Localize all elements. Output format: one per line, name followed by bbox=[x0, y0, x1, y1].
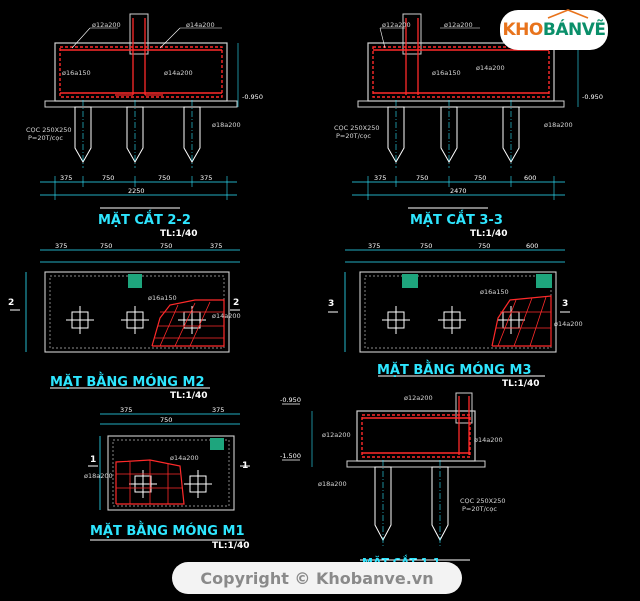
m1-title: MẶT BẰNG MÓNG M1 bbox=[90, 522, 244, 539]
s22-label-rebar-16: ø16a150 bbox=[62, 69, 91, 77]
s33-dim-3: 750 bbox=[474, 174, 486, 182]
m1-label-rebar-14: ø14a200 bbox=[170, 454, 199, 462]
m2-mark-right: 2 bbox=[233, 298, 239, 308]
m2-dim-1: 375 bbox=[55, 242, 67, 250]
m1-label-rebar-18: ø18a200 bbox=[84, 472, 113, 480]
s22-dim-2: 750 bbox=[102, 174, 114, 182]
m3-label-rebar-16: ø16a150 bbox=[480, 288, 509, 296]
s33-dim-4: 600 bbox=[524, 174, 536, 182]
s22-dim-1: 375 bbox=[60, 174, 72, 182]
s22-dim-3: 750 bbox=[158, 174, 170, 182]
s22-label-rebar-14: ø14a200 bbox=[186, 21, 215, 29]
logo-roof-icon bbox=[547, 9, 589, 19]
s11-label-rebar-top: ø12a200 bbox=[404, 394, 433, 402]
s33-label-rebar-16: ø16a150 bbox=[432, 69, 461, 77]
m3-scale: TL:1/40 bbox=[502, 379, 540, 389]
plan-m2-drawing bbox=[10, 249, 240, 389]
m2-label-rebar-16: ø16a150 bbox=[148, 294, 177, 302]
m2-label-rebar-14: ø14a200 bbox=[212, 312, 241, 320]
plan-m1-drawing bbox=[88, 413, 250, 541]
s22-label-rebar-14b: ø14a200 bbox=[164, 69, 193, 77]
m1-mark-left: 1 bbox=[90, 455, 96, 465]
m3-dim-3: 750 bbox=[478, 242, 490, 250]
s33-dim-total: 2470 bbox=[450, 187, 467, 195]
copyright-text: Copyright © Khobanve.vn bbox=[200, 568, 434, 588]
s33-label-pile-load: P=20T/cọc bbox=[336, 132, 371, 140]
s22-dim-total: 2250 bbox=[128, 187, 145, 195]
s22-label-pile-load: P=20T/cọc bbox=[28, 134, 63, 142]
m1-dim-1: 375 bbox=[120, 406, 132, 414]
plan-m3-drawing bbox=[328, 249, 570, 377]
s33-label-rebar-top: ø12a200 bbox=[382, 21, 411, 29]
s22-title: MẶT CẮT 2-2 bbox=[98, 211, 191, 228]
m2-mark-left: 2 bbox=[8, 298, 14, 308]
s33-label-rebar-top-b: ø12a200 bbox=[444, 21, 473, 29]
s33-label-rebar-18: ø18a200 bbox=[544, 121, 573, 129]
m2-dim-3: 750 bbox=[160, 242, 172, 250]
s33-level: -0.950 bbox=[582, 93, 603, 101]
s33-label-rebar-14: ø14a200 bbox=[476, 64, 505, 72]
s33-dim-1: 375 bbox=[374, 174, 386, 182]
m1-dim-2: 750 bbox=[160, 416, 172, 424]
m3-title: MẶT BẰNG MÓNG M3 bbox=[377, 361, 531, 378]
m2-title: MẶT BẰNG MÓNG M2 bbox=[50, 373, 204, 390]
m3-dim-4: 600 bbox=[526, 242, 538, 250]
m1-scale: TL:1/40 bbox=[212, 541, 250, 551]
s22-label-pile-spec: CỌC 250X250 bbox=[26, 126, 72, 134]
m3-label-rebar-14: ø14a200 bbox=[554, 320, 583, 328]
m1-mark-right: 1 bbox=[242, 461, 248, 471]
m2-dim-4: 375 bbox=[210, 242, 222, 250]
m3-mark-left: 3 bbox=[328, 299, 334, 309]
m1-dim-3: 375 bbox=[212, 406, 224, 414]
s33-title: MẶT CẮT 3-3 bbox=[410, 211, 503, 228]
copyright-banner: Copyright © Khobanve.vn bbox=[172, 562, 462, 594]
logo-text-part1: KHO bbox=[502, 20, 544, 40]
s11-label-rebar-14: ø14a200 bbox=[474, 436, 503, 444]
logo-text-part2: BÁNVẼ bbox=[542, 20, 606, 40]
s33-dim-2: 750 bbox=[416, 174, 428, 182]
s22-dim-4: 375 bbox=[200, 174, 212, 182]
s11-label-rebar-18: ø18a200 bbox=[318, 480, 347, 488]
section-2-2-drawing bbox=[40, 13, 239, 209]
s11-level-b: -1.500 bbox=[280, 452, 301, 460]
section-1-1-drawing bbox=[282, 392, 486, 561]
s33-scale: TL:1/40 bbox=[470, 229, 508, 239]
khobanve-logo: KHOBÁNVẼ bbox=[500, 10, 608, 50]
s22-level: -0.950 bbox=[242, 93, 263, 101]
s11-label-pile-spec: CỌC 250X250 bbox=[460, 497, 506, 505]
m2-scale: TL:1/40 bbox=[170, 391, 208, 401]
s11-label-rebar-12: ø12a200 bbox=[322, 431, 351, 439]
m3-dim-2: 750 bbox=[420, 242, 432, 250]
section-3-3-drawing bbox=[352, 13, 579, 209]
logo-text: KHOBÁNVẼ bbox=[503, 20, 606, 40]
s22-label-rebar-18: ø18a200 bbox=[212, 121, 241, 129]
s22-label-rebar-top: ø12a200 bbox=[92, 21, 121, 29]
s11-label-pile-load: P=20T/cọc bbox=[462, 505, 497, 513]
m3-mark-right: 3 bbox=[562, 299, 568, 309]
m2-dim-2: 750 bbox=[100, 242, 112, 250]
s33-label-pile-spec: CỌC 250X250 bbox=[334, 124, 380, 132]
m3-dim-1: 375 bbox=[368, 242, 380, 250]
s11-level-a: -0.950 bbox=[280, 396, 301, 404]
s22-scale: TL:1/40 bbox=[160, 229, 198, 239]
